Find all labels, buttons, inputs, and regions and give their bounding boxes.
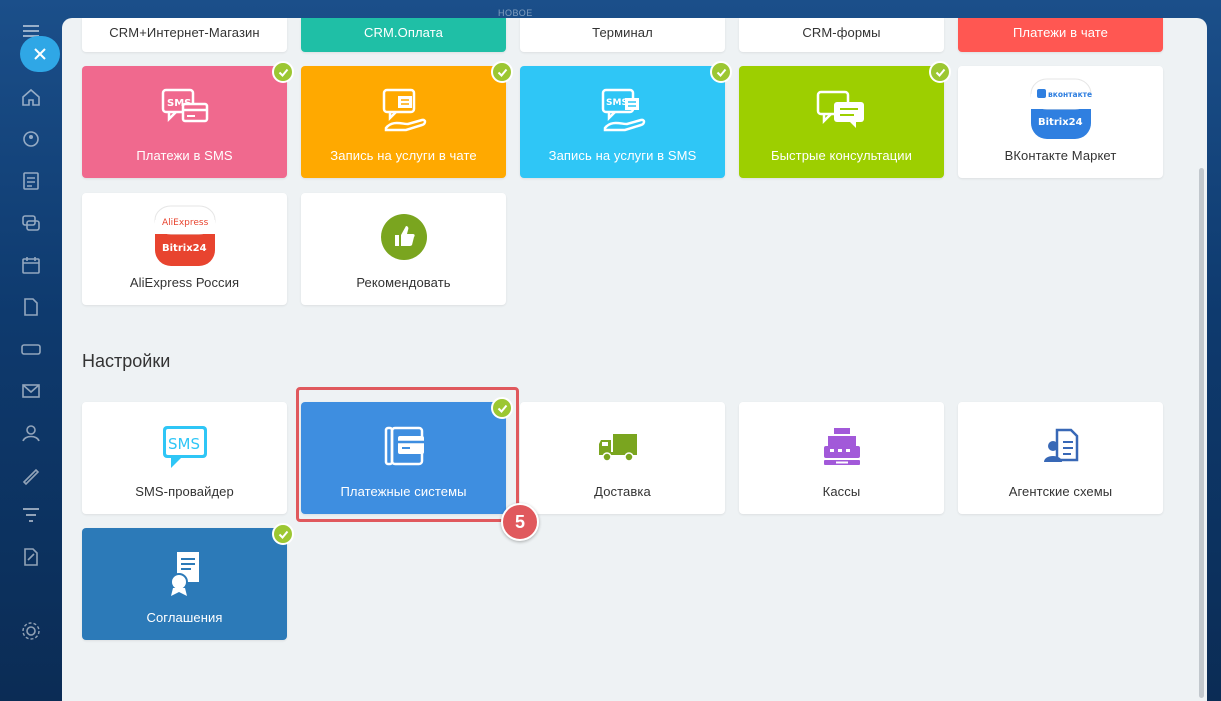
tile-terminal[interactable]: Терминал — [520, 18, 725, 52]
tile-delivery[interactable]: Доставка — [520, 402, 725, 514]
sms-payment-icon: SMS — [157, 84, 213, 140]
settings-icon[interactable] — [20, 620, 42, 642]
tile-cash-registers[interactable]: Кассы — [739, 402, 944, 514]
tile-label: Платежные системы — [340, 484, 467, 499]
payment-cards-icon — [376, 420, 432, 476]
home-icon[interactable] — [20, 86, 42, 108]
tile-label: ВКонтакте Маркет — [1004, 148, 1117, 163]
drive-icon[interactable] — [20, 338, 42, 360]
tile-agent-schemes[interactable]: Агентские схемы — [958, 402, 1163, 514]
calendar-icon[interactable] — [20, 254, 42, 276]
tile-crm-payment[interactable]: CRM.Оплата — [301, 18, 506, 52]
tile-sms-payments[interactable]: SMS Платежи в SMS — [82, 66, 287, 178]
new-label: НОВОЕ — [498, 8, 533, 18]
tile-label: Терминал — [592, 25, 653, 40]
tile-label: Агентские схемы — [1008, 484, 1113, 499]
tile-label: Рекомендовать — [356, 275, 451, 290]
tile-label: Соглашения — [146, 610, 223, 625]
tile-sms-booking[interactable]: SMS Запись на услуги в SMS — [520, 66, 725, 178]
tile-crm-shop[interactable]: CRM+Интернет-Магазин — [82, 18, 287, 52]
svg-text:SMS: SMS — [606, 98, 628, 108]
tile-sms-provider[interactable]: SMS SMS-провайдер — [82, 402, 287, 514]
installed-check-icon — [272, 61, 294, 83]
chat-icon[interactable] — [20, 212, 42, 234]
sign-icon[interactable] — [20, 464, 42, 486]
tile-crm-forms[interactable]: CRM-формы — [739, 18, 944, 52]
highlight-frame — [296, 387, 519, 522]
tile-agreements[interactable]: Соглашения — [82, 528, 287, 640]
installed-check-icon — [491, 61, 513, 83]
truck-icon — [595, 420, 651, 476]
close-icon — [34, 48, 46, 60]
installed-check-icon — [929, 61, 951, 83]
tile-recommend[interactable]: Рекомендовать — [301, 193, 506, 305]
tile-label: Кассы — [822, 484, 861, 499]
chat-booking-icon — [376, 84, 432, 140]
tasks-icon[interactable] — [20, 170, 42, 192]
left-sidebar — [0, 0, 62, 701]
scrollbar[interactable] — [1199, 168, 1204, 698]
bitrix-logo-text: Bitrix24 — [162, 243, 207, 254]
tile-payment-systems[interactable]: Платежные системы — [301, 402, 506, 514]
tile-aliexpress[interactable]: AliExpress Bitrix24 AliExpress Россия — [82, 193, 287, 305]
funnel-icon[interactable] — [20, 504, 42, 526]
installed-check-icon — [710, 61, 732, 83]
tile-label: CRM+Интернет-Магазин — [109, 25, 260, 40]
installed-check-icon — [272, 523, 294, 545]
tile-label: CRM-формы — [802, 25, 881, 40]
aliexpress-logo-text: AliExpress — [162, 218, 209, 228]
tile-label: AliExpress Россия — [129, 275, 240, 290]
installed-check-icon — [491, 397, 513, 419]
tile-label: SMS-провайдер — [135, 484, 234, 499]
tile-chat-payments[interactable]: Платежи в чате — [958, 18, 1163, 52]
docs-icon[interactable] — [20, 296, 42, 318]
vk-bitrix-logo: вконтакте Bitrix24 — [1030, 78, 1092, 140]
step-number-badge: 5 — [501, 503, 539, 541]
mail-icon[interactable] — [20, 380, 42, 402]
menu-icon[interactable] — [20, 20, 42, 42]
svg-text:SMS: SMS — [167, 98, 191, 109]
tile-label: Платежи в SMS — [136, 148, 233, 163]
tile-label: Запись на услуги в чате — [330, 148, 477, 163]
close-slider-button[interactable] — [20, 36, 60, 72]
certificate-icon — [157, 546, 213, 602]
tile-label: Быстрые консультации — [770, 148, 913, 163]
tile-label: Платежи в чате — [1012, 25, 1108, 40]
tile-label: Доставка — [594, 484, 651, 499]
aliexpress-bitrix-logo: AliExpress Bitrix24 — [154, 205, 216, 267]
vk-logo-text: вконтакте — [1048, 90, 1092, 99]
tile-label: CRM.Оплата — [364, 25, 443, 40]
sms-bubble-icon: SMS — [157, 420, 213, 476]
tile-chat-booking[interactable]: Запись на услуги в чате — [301, 66, 506, 178]
svg-text:SMS: SMS — [168, 435, 200, 453]
tile-label: Запись на услуги в SMS — [548, 148, 697, 163]
contacts-icon[interactable] — [20, 422, 42, 444]
section-title-settings: Настройки — [82, 351, 171, 371]
reports-icon[interactable] — [20, 546, 42, 568]
marketplace-panel: CRM+Интернет-Магазин CRM.Оплата Терминал… — [62, 18, 1207, 701]
bitrix-logo-text: Bitrix24 — [1038, 117, 1083, 128]
cash-register-icon — [814, 420, 870, 476]
tile-vk-market[interactable]: вконтакте Bitrix24 ВКонтакте Маркет — [958, 66, 1163, 178]
crm-icon[interactable] — [20, 128, 42, 150]
sms-booking-icon: SMS — [595, 84, 651, 140]
thumbs-up-icon — [380, 213, 428, 261]
consult-chat-icon — [814, 84, 870, 140]
agent-document-icon — [1033, 420, 1089, 476]
tile-quick-consult[interactable]: Быстрые консультации — [739, 66, 944, 178]
